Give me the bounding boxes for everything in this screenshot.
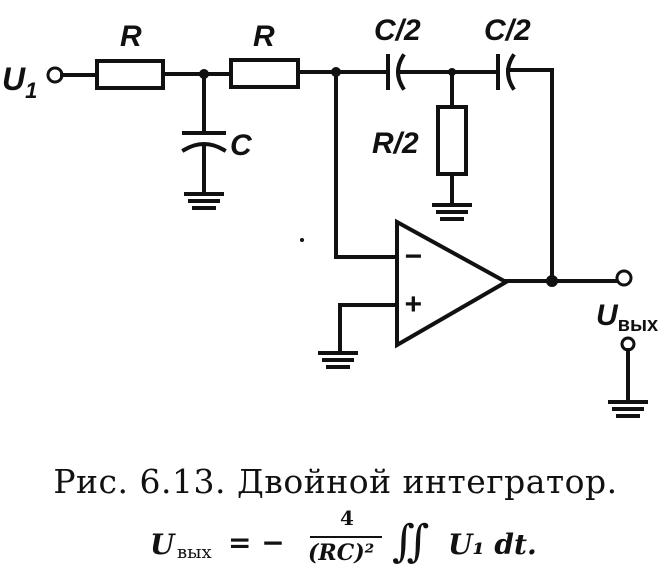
resistor-r1	[95, 59, 165, 90]
ground-icon-4	[608, 400, 648, 418]
figure-caption: Рис. 6.13. Двойной интегратор.	[53, 462, 618, 501]
formula-numerator: 4	[340, 506, 354, 530]
ground-icon-2	[432, 203, 472, 221]
resistor-r2	[229, 58, 300, 89]
formula-fraction-bar	[310, 536, 382, 538]
output-label: Uвых	[596, 299, 658, 336]
ground-icon-3	[318, 351, 358, 369]
resistor-r2-label: R	[253, 20, 275, 53]
junction-output	[546, 275, 558, 287]
formula-equals-minus: = −	[228, 526, 285, 559]
opamp-minus-label: −	[404, 240, 422, 273]
capacitor-c2b-label: C/2	[484, 14, 531, 47]
formula-rhs: U₁ dt.	[448, 528, 537, 561]
resistor-r-half	[436, 105, 468, 176]
capacitor-c-label: C	[230, 129, 253, 162]
input-label: U1	[2, 61, 37, 103]
formula-denominator: (RC)²	[308, 540, 375, 566]
input-terminal	[46, 66, 64, 84]
capacitor-c2a-label: C/2	[374, 14, 421, 47]
ground-icon-1	[184, 192, 224, 210]
input-label-sub: 1	[25, 78, 37, 103]
output-terminal	[615, 269, 633, 287]
formula-lhs: U	[150, 528, 175, 561]
resistor-r1-label: R	[120, 20, 142, 53]
formula-double-integral: ∬	[392, 516, 430, 567]
scan-dot	[300, 238, 304, 242]
resistor-r-half-label: R/2	[372, 127, 419, 160]
formula-lhs-sub: вых	[177, 542, 212, 563]
formula: U вых = − 4 (RC)² ∬ U₁ dt.	[150, 506, 570, 576]
opamp-plus-label: +	[404, 288, 422, 321]
double-integrator-schematic: U1 R C R C/2 C/2 R/2 −	[2, 14, 658, 418]
opamp-triangle	[395, 218, 511, 349]
